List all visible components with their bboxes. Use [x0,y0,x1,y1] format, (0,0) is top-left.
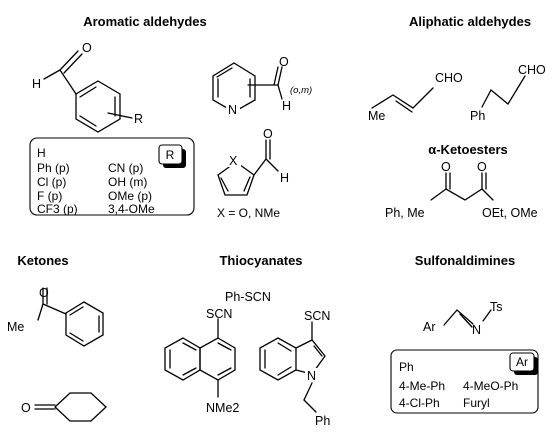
cho-label-2: CHO [518,63,546,77]
r-list-item: OMe (p) [108,189,152,203]
ar-list-frame [390,349,539,414]
nme2-label: NMe2 [206,401,239,415]
ar-label: Ar [423,320,436,334]
ph-label: Ph [470,109,485,123]
r-list-item: CF3 (p) [37,202,78,216]
ts-label: Ts [490,300,503,314]
ar-substituent-box: Ar Ph 4-Me-Ph 4-MeO-Ph 4-Cl-Ph Furyl [390,349,539,414]
pyridine-h-label: H [282,99,291,113]
heading-ketones: Ketones [17,253,68,268]
ar-badge [509,352,535,372]
r-substituent-box: R H Ph (p) CN (p) Cl (p) OH (m) F (p) OM… [29,137,195,216]
indole-n-label: N [307,369,316,383]
ketoester-right-label: OEt, OMe [482,206,538,220]
cyclohexanone-structure: O [21,392,107,422]
pyridine-aldehyde-structure: N O H (o,m) [212,55,312,117]
ar-list-item: 4-Me-Ph [399,379,445,393]
pyridine-position-label: (o,m) [290,85,312,96]
pyridine-n-label: N [228,103,237,117]
r-list-item: CN (p) [108,161,143,175]
acetophenone-structure: O Me [7,286,104,347]
cho-label-1: CHO [435,71,463,85]
heading-ketoesters: α-Ketoesters [428,142,508,157]
furan-o-label: O [263,127,273,141]
benzyl-ph-label: Ph [315,414,330,428]
naphthyl-thiocyanate-structure: SCN NMe2 [164,307,239,415]
r-badge-label: R [166,148,175,162]
scn-label-2: SCN [304,309,330,323]
r-list-item: H [37,146,46,160]
heading-aliphatic-aldehydes: Aliphatic aldehydes [409,14,531,29]
ketoester-o1-label: O [441,160,451,174]
ar-list-item: 4-Cl-Ph [399,396,440,410]
imine-n-label: N [472,323,481,337]
cyclohexane-ring [54,392,107,422]
ar-list-item: 4-MeO-Ph [463,379,518,393]
ph-scn-label: Ph-SCN [225,290,271,304]
me-label: Me [368,109,385,123]
heading-sulfonaldimines: Sulfonaldimines [415,253,515,268]
acetophenone-me-label: Me [7,320,24,334]
r-list-frame [29,137,195,216]
r-substituent-label: R [134,112,143,126]
heading-aromatic-aldehydes: Aromatic aldehydes [83,14,207,29]
cyclohexanone-o-label: O [21,401,31,415]
scn-label-1: SCN [206,307,232,321]
furan-h-label: H [280,171,289,185]
heading-thiocyanates: Thiocyanates [219,253,302,268]
naphthalene-ring-right [199,337,236,381]
five-membered-ring [217,161,255,196]
r-list-item: 3,4-OMe [108,202,155,216]
aldehyde-h-label: H [32,77,41,91]
x-definition: X = O, NMe [217,206,280,220]
r-list-item: Cl (p) [37,175,66,189]
pyridine-o-label: O [279,55,289,69]
r-badge [158,144,183,165]
heteroaryl-aldehyde-structure: X O H X = O, NMe [217,127,289,220]
sulfonaldimine-structure: Ar N Ts [423,300,503,337]
ketoester-structure: O O Ph, Me OEt, OMe [385,160,538,220]
ar-badge-label: Ar [516,355,528,369]
ketone-benzene-ring [65,301,104,347]
benzaldehyde-structure: O H R [32,41,143,133]
ar-list-item: Furyl [463,396,490,410]
acetophenone-o-label: O [39,286,49,300]
phenylpropanal-structure: CHO Ph [470,63,546,123]
heteroatom-x-label: X [229,154,238,168]
r-list-item: F (p) [37,189,62,203]
crotonaldehyde-structure: CHO Me [368,71,463,123]
ar-list-item: Ph [399,360,414,374]
r-list-item: OH (m) [108,175,147,189]
ketoester-left-label: Ph, Me [385,206,425,220]
r-list-item: Ph (p) [37,161,70,175]
indolyl-thiocyanate-structure: SCN N Ph [259,309,330,428]
aldehyde-o-label: O [82,41,92,55]
ketoester-o2-label: O [477,160,487,174]
benzene-ring [75,80,121,133]
